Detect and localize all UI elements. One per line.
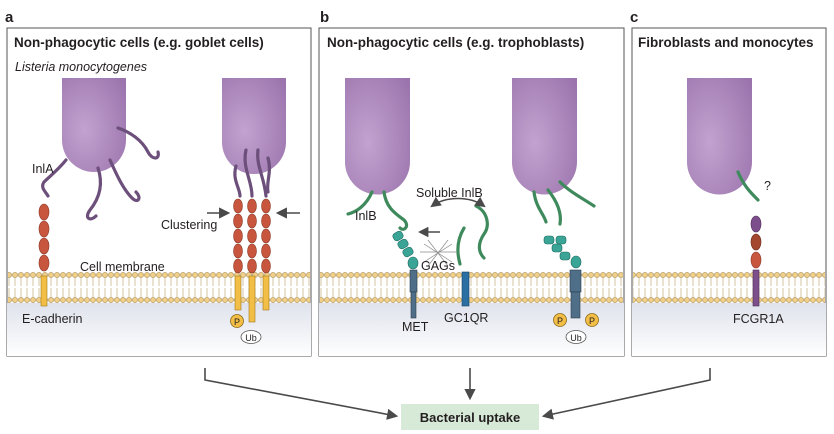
- inlb-tendrils: [346, 180, 596, 266]
- clustering-label: Clustering: [161, 218, 217, 232]
- phospho-badge-a: P: [230, 314, 244, 328]
- bacterial-uptake-box: Bacterial uptake: [401, 404, 539, 430]
- question-label: ?: [764, 179, 771, 193]
- gc1qr-label: GC1QR: [444, 311, 488, 325]
- met-receptor-dimer: [543, 235, 582, 319]
- svg-text:Ub: Ub: [245, 333, 257, 343]
- panel-a-membrane-inner: [8, 288, 310, 304]
- panel-c-letter: c: [630, 9, 638, 26]
- panel-c-membrane-inner: [633, 288, 825, 304]
- uptake-arrows: [204, 368, 711, 420]
- bacterium-c: [687, 78, 752, 195]
- bacterium-b2: [512, 78, 577, 195]
- panel-a: Non-phagocytic cells (e.g. goblet cells)…: [6, 27, 312, 357]
- panel-b-membrane-outer: [320, 272, 623, 288]
- fcgr1a-label: FCGR1A: [733, 312, 784, 326]
- panel-a-title: Non-phagocytic cells (e.g. goblet cells): [14, 35, 264, 50]
- soluble-inlb-label: Soluble InlB: [416, 186, 483, 200]
- ubiquitin-badge-a: Ub: [240, 330, 262, 344]
- bacterium-a2: [222, 78, 286, 174]
- gags-mesh: [420, 239, 456, 267]
- panel-c: Fibroblasts and monocytes ? FCGR1A: [631, 27, 827, 357]
- panel-a-cytoplasm: [7, 303, 311, 356]
- inlb-tendril-c: [736, 170, 760, 202]
- met-label: MET: [402, 320, 429, 334]
- ubiquitin-badge-b: Ub: [565, 330, 587, 344]
- svg-text:P: P: [557, 316, 563, 326]
- svg-text:P: P: [234, 317, 240, 327]
- soluble-inlb-arrow: [430, 196, 486, 208]
- gags-label: GAGs: [421, 259, 455, 273]
- bacterium-b1: [345, 78, 410, 195]
- bacterial-uptake-label: Bacterial uptake: [420, 410, 520, 425]
- fcgr1a-receptor: [750, 215, 762, 307]
- inla-tendrils-bound: [233, 148, 272, 198]
- bacterium-a1: [62, 78, 126, 172]
- met-receptor-left: [392, 230, 419, 319]
- panel-b-membrane-inner: [320, 288, 623, 304]
- inla-label: InlA: [32, 162, 54, 176]
- panel-a-membrane-outer: [8, 272, 310, 288]
- species-label: Listeria monocytogenes: [15, 60, 147, 74]
- phospho-badge-b-right: P: [585, 313, 599, 327]
- phospho-badge-b-left: P: [553, 313, 567, 327]
- panel-c-membrane-outer: [633, 272, 825, 288]
- e-cadherin-label: E-cadherin: [22, 312, 82, 326]
- inla-tendrils-free: [41, 126, 160, 221]
- inlb-label: InlB: [355, 209, 377, 223]
- panel-b: Non-phagocytic cells (e.g. trophoblasts): [318, 27, 625, 357]
- panel-a-letter: a: [5, 9, 14, 26]
- svg-text:P: P: [589, 316, 595, 326]
- panel-c-title: Fibroblasts and monocytes: [638, 35, 814, 50]
- gc1qr-receptor: [461, 271, 470, 307]
- svg-text:Ub: Ub: [570, 333, 582, 343]
- panel-b-title: Non-phagocytic cells (e.g. trophoblasts): [327, 35, 584, 50]
- panel-c-cytoplasm: [632, 303, 826, 356]
- cell-membrane-label: Cell membrane: [80, 260, 165, 274]
- panel-b-letter: b: [320, 9, 329, 26]
- e-cadherin-single: [38, 203, 50, 307]
- e-cadherin-cluster: [233, 198, 271, 323]
